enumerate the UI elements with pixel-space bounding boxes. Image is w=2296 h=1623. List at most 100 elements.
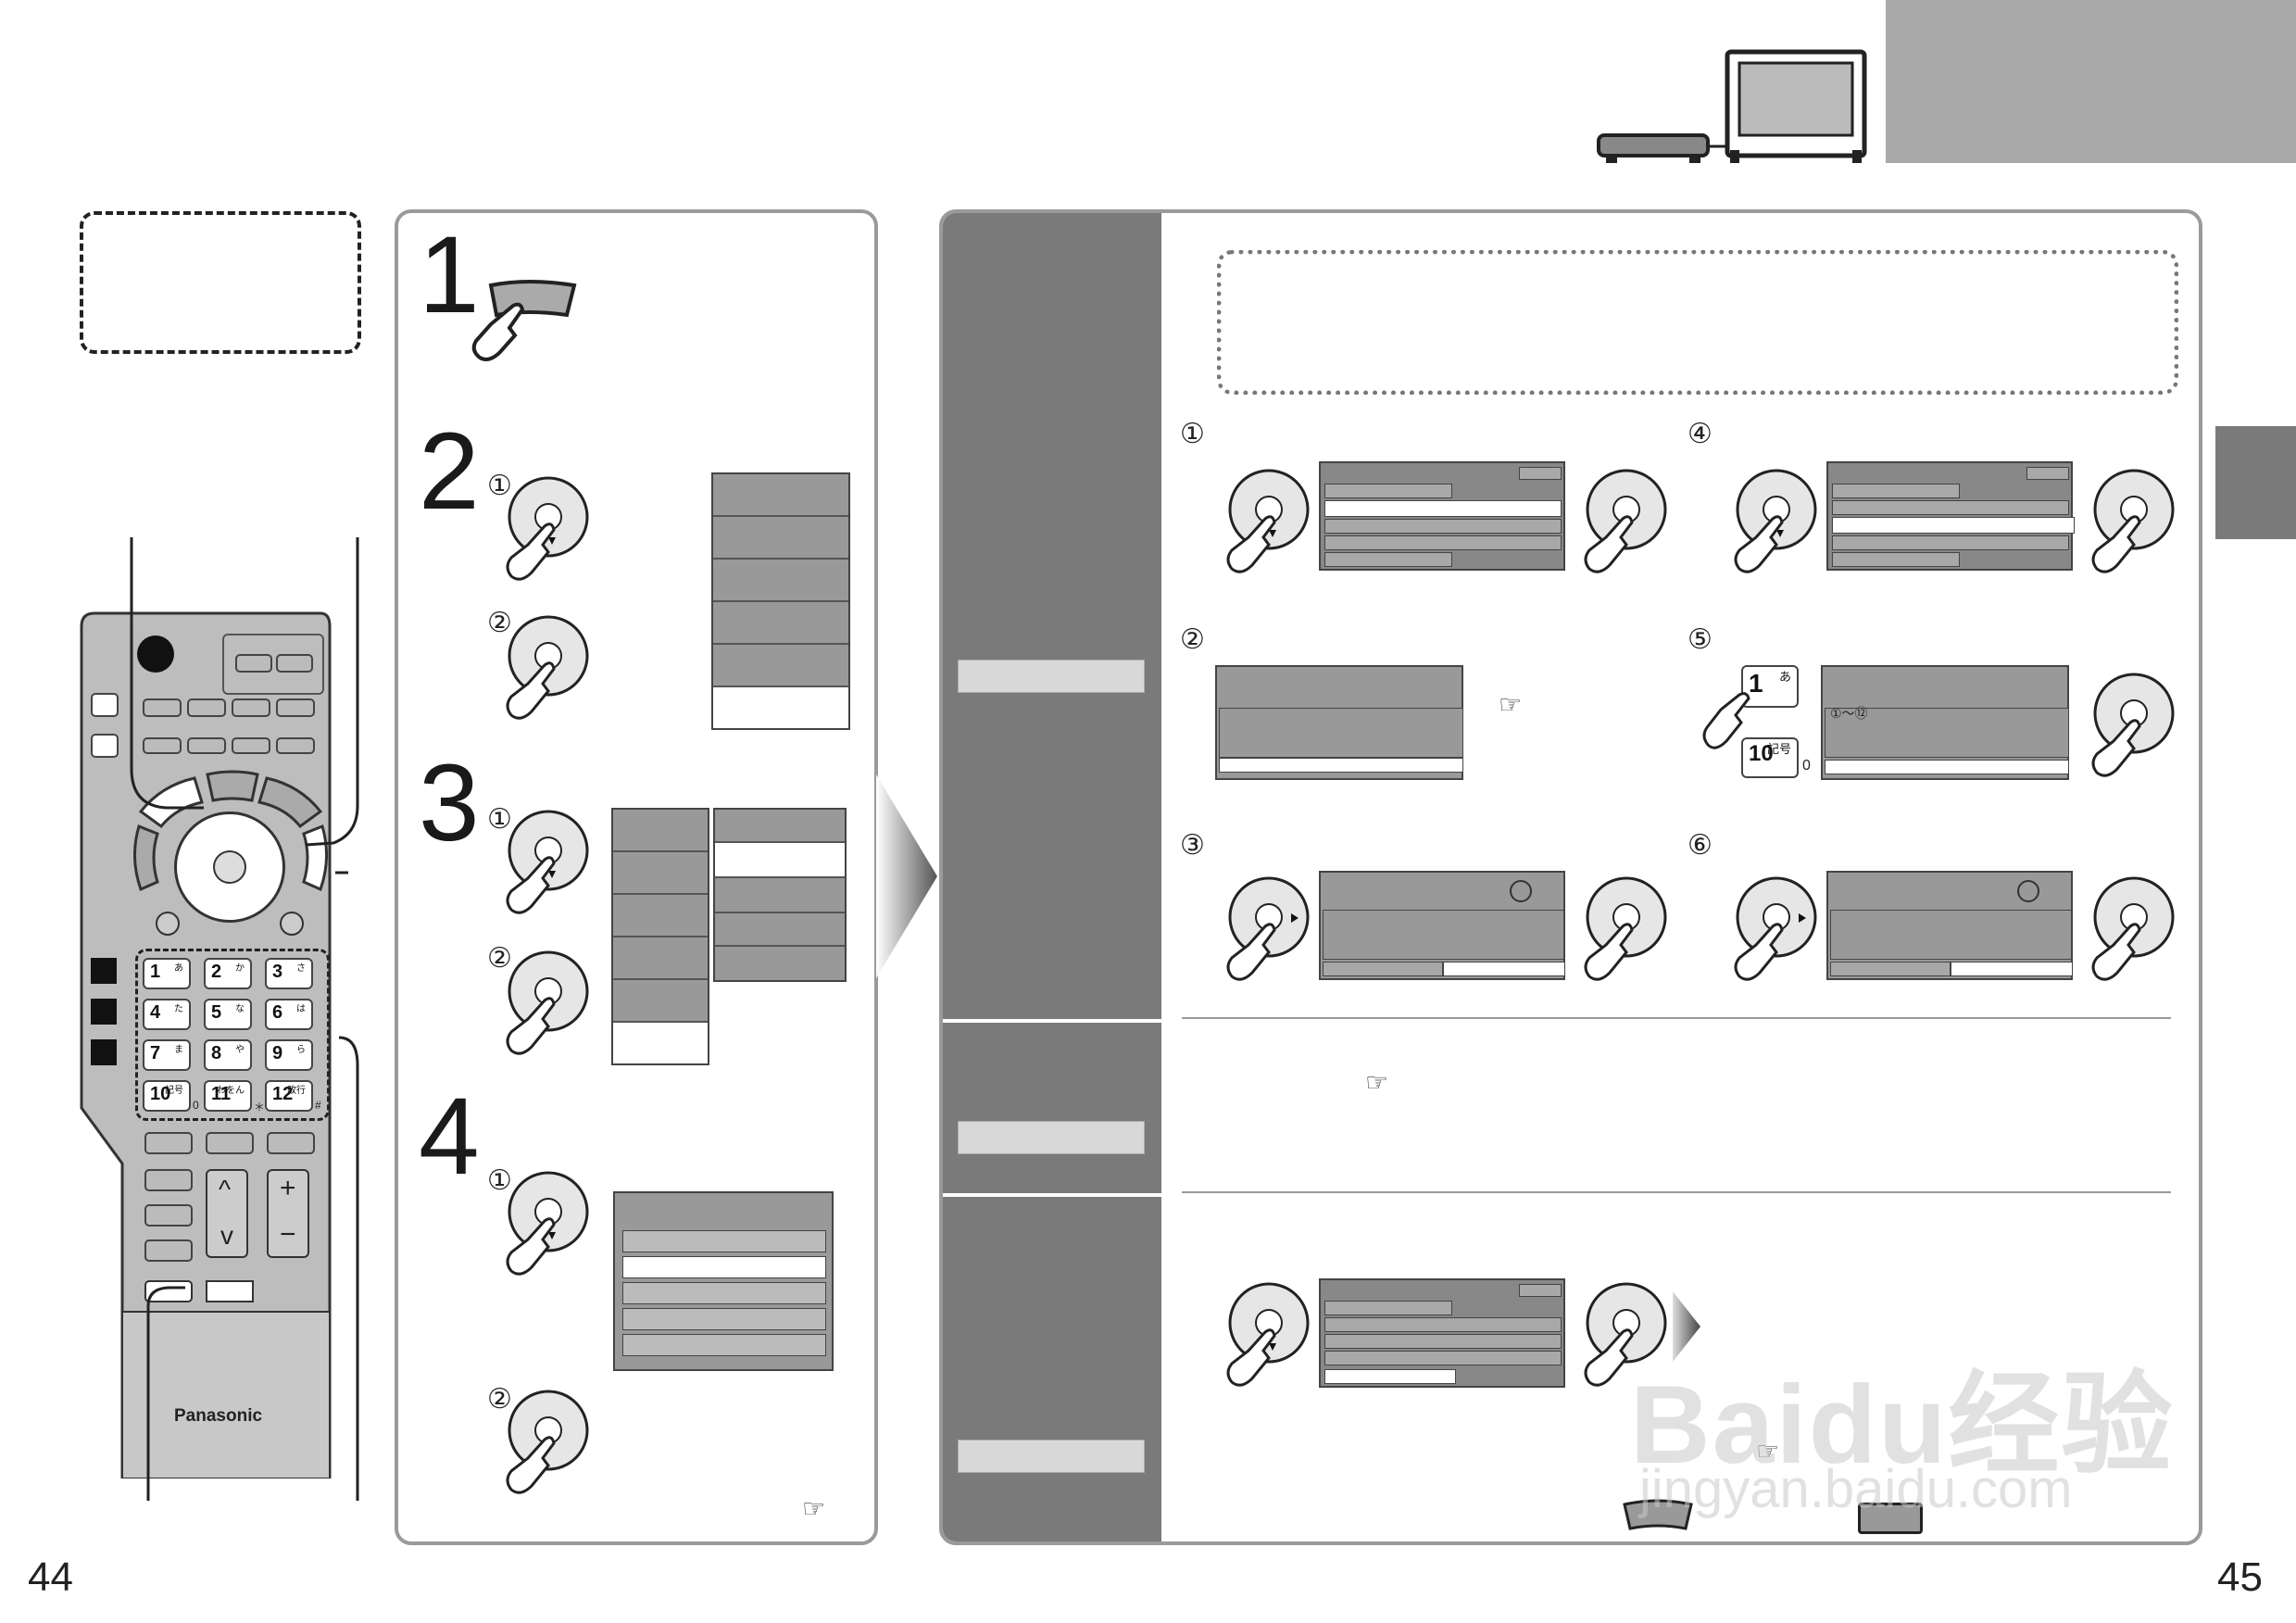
- remote-button[interactable]: [235, 654, 272, 673]
- side-black-button[interactable]: [91, 958, 117, 984]
- keypad-key-kana: ま: [174, 1045, 183, 1055]
- input-button[interactable]: [91, 693, 119, 717]
- remote-button[interactable]: [276, 654, 313, 673]
- ok-press-icon[interactable]: [2086, 667, 2178, 787]
- channel-rocker[interactable]: ^ v: [206, 1169, 248, 1258]
- remote-button[interactable]: [232, 698, 270, 717]
- power-button[interactable]: [137, 635, 174, 673]
- keypad-key-suffix: ＊: [254, 1101, 266, 1113]
- remote-button[interactable]: [144, 1239, 193, 1262]
- ok-press-icon[interactable]: [1578, 871, 1671, 991]
- step-number: 2: [419, 410, 480, 533]
- keypad-key-number: 7: [150, 1043, 161, 1063]
- slide-switch[interactable]: [206, 1280, 254, 1302]
- ok-press-icon[interactable]: [2086, 871, 2178, 991]
- settings-screen: [613, 1191, 834, 1371]
- key-one[interactable]: 1 あ: [1741, 665, 1799, 708]
- procedure-sidebar: [943, 213, 1161, 1541]
- dpad-press-down-icon[interactable]: [1221, 463, 1313, 584]
- remote-button[interactable]: [143, 698, 182, 717]
- tv-screen: [1826, 871, 2073, 980]
- keypad-key-suffix: 0: [193, 1099, 199, 1112]
- data-button[interactable]: [91, 734, 119, 758]
- ok-press-icon[interactable]: [2086, 463, 2178, 584]
- watermark-main: Baidu经验: [1630, 1363, 2175, 1487]
- key-ten-num: 10: [1749, 741, 1774, 766]
- tv-screen: ①～⑫: [1821, 665, 2069, 780]
- exit-button[interactable]: [280, 912, 304, 936]
- keypad-key-kana: あ: [174, 963, 183, 974]
- keypad-key-number: 10: [150, 1084, 171, 1104]
- reference-icon: ☞: [1365, 1067, 1389, 1098]
- ok-press-icon[interactable]: [500, 1384, 593, 1504]
- reference-icon: ☞: [1499, 689, 1523, 720]
- ok-press-icon[interactable]: [1578, 463, 1671, 584]
- menu-list: [611, 808, 709, 1065]
- input-hint-text: ①～⑫: [1830, 707, 1868, 722]
- dpad-press-down-icon[interactable]: [500, 1165, 593, 1286]
- dpad-press-right-icon[interactable]: [1728, 871, 1821, 991]
- channel-up-label: ^: [219, 1175, 232, 1203]
- remote-button[interactable]: [144, 1132, 193, 1154]
- remote-button[interactable]: [144, 1169, 193, 1191]
- color-button[interactable]: [143, 737, 182, 754]
- tv-screen: [1215, 665, 1463, 780]
- menu-button-press-icon[interactable]: [463, 278, 583, 371]
- dpad-press-down-icon[interactable]: [1221, 1277, 1313, 1397]
- side-black-button[interactable]: [91, 999, 117, 1025]
- volume-down-label: −: [280, 1219, 296, 1250]
- procedure-marker: ④: [1687, 418, 1713, 450]
- remote-button[interactable]: [267, 1132, 315, 1154]
- substep-marker: ②: [487, 942, 512, 975]
- keypad-key-kana: や: [235, 1045, 245, 1055]
- keypad-key-kana: わをん: [217, 1086, 245, 1096]
- keypad-key-number: 4: [150, 1002, 161, 1023]
- keypad-key-kana: さ: [296, 963, 306, 974]
- return-button[interactable]: [156, 912, 180, 936]
- color-button[interactable]: [232, 737, 270, 754]
- side-black-button[interactable]: [91, 1039, 117, 1065]
- remote-button[interactable]: [144, 1204, 193, 1227]
- reference-icon: ☞: [802, 1493, 826, 1524]
- dpad-press-right-icon[interactable]: [1221, 871, 1313, 991]
- color-button[interactable]: [276, 737, 315, 754]
- ok-press-icon[interactable]: [1578, 1277, 1671, 1397]
- keypad-key-number: 6: [272, 1002, 283, 1023]
- substep-marker: ①: [487, 1164, 512, 1197]
- remote-button[interactable]: [206, 1132, 254, 1154]
- menu-list: [711, 472, 850, 730]
- key-ten[interactable]: 10 記号: [1741, 737, 1799, 778]
- ok-press-icon[interactable]: [500, 945, 593, 1065]
- watermark-url: jingyan.baidu.com: [1639, 1459, 2073, 1519]
- dpad-press-down-icon[interactable]: [500, 471, 593, 591]
- remote-button[interactable]: [187, 698, 226, 717]
- keypad-key-number: 2: [211, 962, 222, 982]
- procedure-marker: ②: [1180, 623, 1205, 656]
- volume-rocker[interactable]: + −: [267, 1169, 309, 1258]
- remote-button[interactable]: [276, 698, 315, 717]
- dpad-press-down-icon[interactable]: [1728, 463, 1821, 584]
- ok-press-icon[interactable]: [500, 610, 593, 730]
- keypad-key-number: 11: [211, 1084, 232, 1104]
- menu-button-icon[interactable]: [1621, 1497, 1695, 1534]
- color-button[interactable]: [187, 737, 226, 754]
- right-tab: [2215, 426, 2296, 539]
- keypad-key-number: 5: [211, 1002, 222, 1023]
- white-lower-button[interactable]: [144, 1280, 193, 1302]
- back-button-icon[interactable]: [1858, 1503, 1923, 1534]
- dpad-press-down-icon[interactable]: [500, 804, 593, 925]
- dpad-center[interactable]: [213, 850, 246, 884]
